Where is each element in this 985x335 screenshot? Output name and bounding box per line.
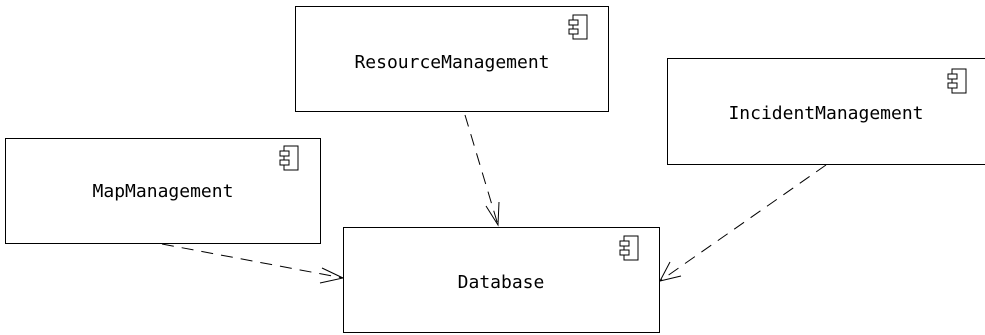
dependency-resource-to-database bbox=[464, 114, 500, 227]
component-map-management[interactable]: MapManagement bbox=[5, 138, 321, 244]
component-icon bbox=[568, 14, 588, 40]
component-label: ResourceManagement bbox=[354, 52, 549, 73]
component-incident-management[interactable]: IncidentManagement bbox=[667, 58, 985, 165]
component-database[interactable]: Database bbox=[343, 227, 660, 333]
component-icon bbox=[947, 68, 967, 94]
component-icon bbox=[619, 235, 639, 261]
component-label: IncidentManagement bbox=[728, 103, 923, 124]
component-icon bbox=[279, 145, 299, 171]
component-label: Database bbox=[458, 272, 545, 293]
component-resource-management[interactable]: ResourceManagement bbox=[295, 6, 609, 112]
component-label: MapManagement bbox=[93, 181, 234, 202]
dependency-map-to-database bbox=[161, 243, 345, 284]
dependency-incident-to-database bbox=[659, 164, 827, 282]
